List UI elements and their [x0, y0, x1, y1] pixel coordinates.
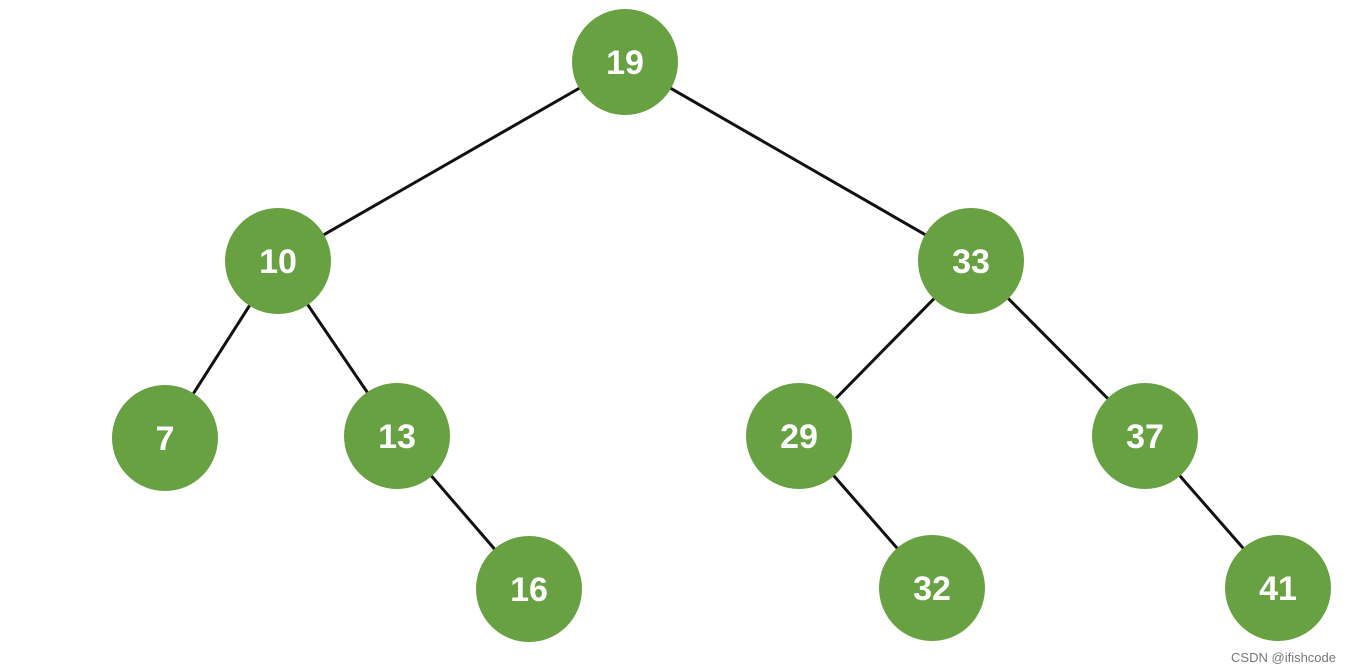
tree-edges	[163, 60, 1280, 591]
tree-node-label: 10	[259, 243, 297, 281]
tree-node-circle	[225, 208, 331, 314]
tree-edge-19-33	[623, 60, 973, 263]
tree-node-29: 29	[746, 383, 852, 489]
tree-node-19: 19	[572, 9, 678, 115]
tree-node-41: 41	[1225, 535, 1331, 641]
tree-node-7: 7	[112, 385, 218, 491]
tree-node-label: 19	[606, 44, 644, 82]
tree-node-label: 7	[156, 420, 175, 458]
watermark: CSDN @ifishcode	[1231, 650, 1336, 665]
tree-node-label: 16	[510, 571, 548, 609]
tree-node-label: 32	[913, 570, 951, 608]
tree-node-37: 37	[1092, 383, 1198, 489]
tree-edge-19-10	[276, 60, 627, 263]
tree-node-circle	[918, 208, 1024, 314]
tree-node-32: 32	[879, 535, 985, 641]
tree-node-label: 29	[780, 418, 818, 456]
tree-node-circle	[746, 383, 852, 489]
tree-node-circle	[572, 9, 678, 115]
tree-node-label: 37	[1126, 418, 1164, 456]
tree-node-33: 33	[918, 208, 1024, 314]
tree-nodes: 19 10 33 7 13 29 37 16 32 41	[112, 9, 1331, 642]
tree-node-label: 13	[378, 418, 416, 456]
tree-node-label: 41	[1259, 570, 1297, 608]
tree-node-16: 16	[476, 536, 582, 642]
tree-node-circle	[112, 385, 218, 491]
tree-node-label: 33	[952, 243, 990, 281]
tree-node-circle	[1225, 535, 1331, 641]
tree-node-10: 10	[225, 208, 331, 314]
tree-node-circle	[879, 535, 985, 641]
tree-node-13: 13	[344, 383, 450, 489]
tree-node-circle	[1092, 383, 1198, 489]
tree-node-circle	[344, 383, 450, 489]
tree-node-circle	[476, 536, 582, 642]
